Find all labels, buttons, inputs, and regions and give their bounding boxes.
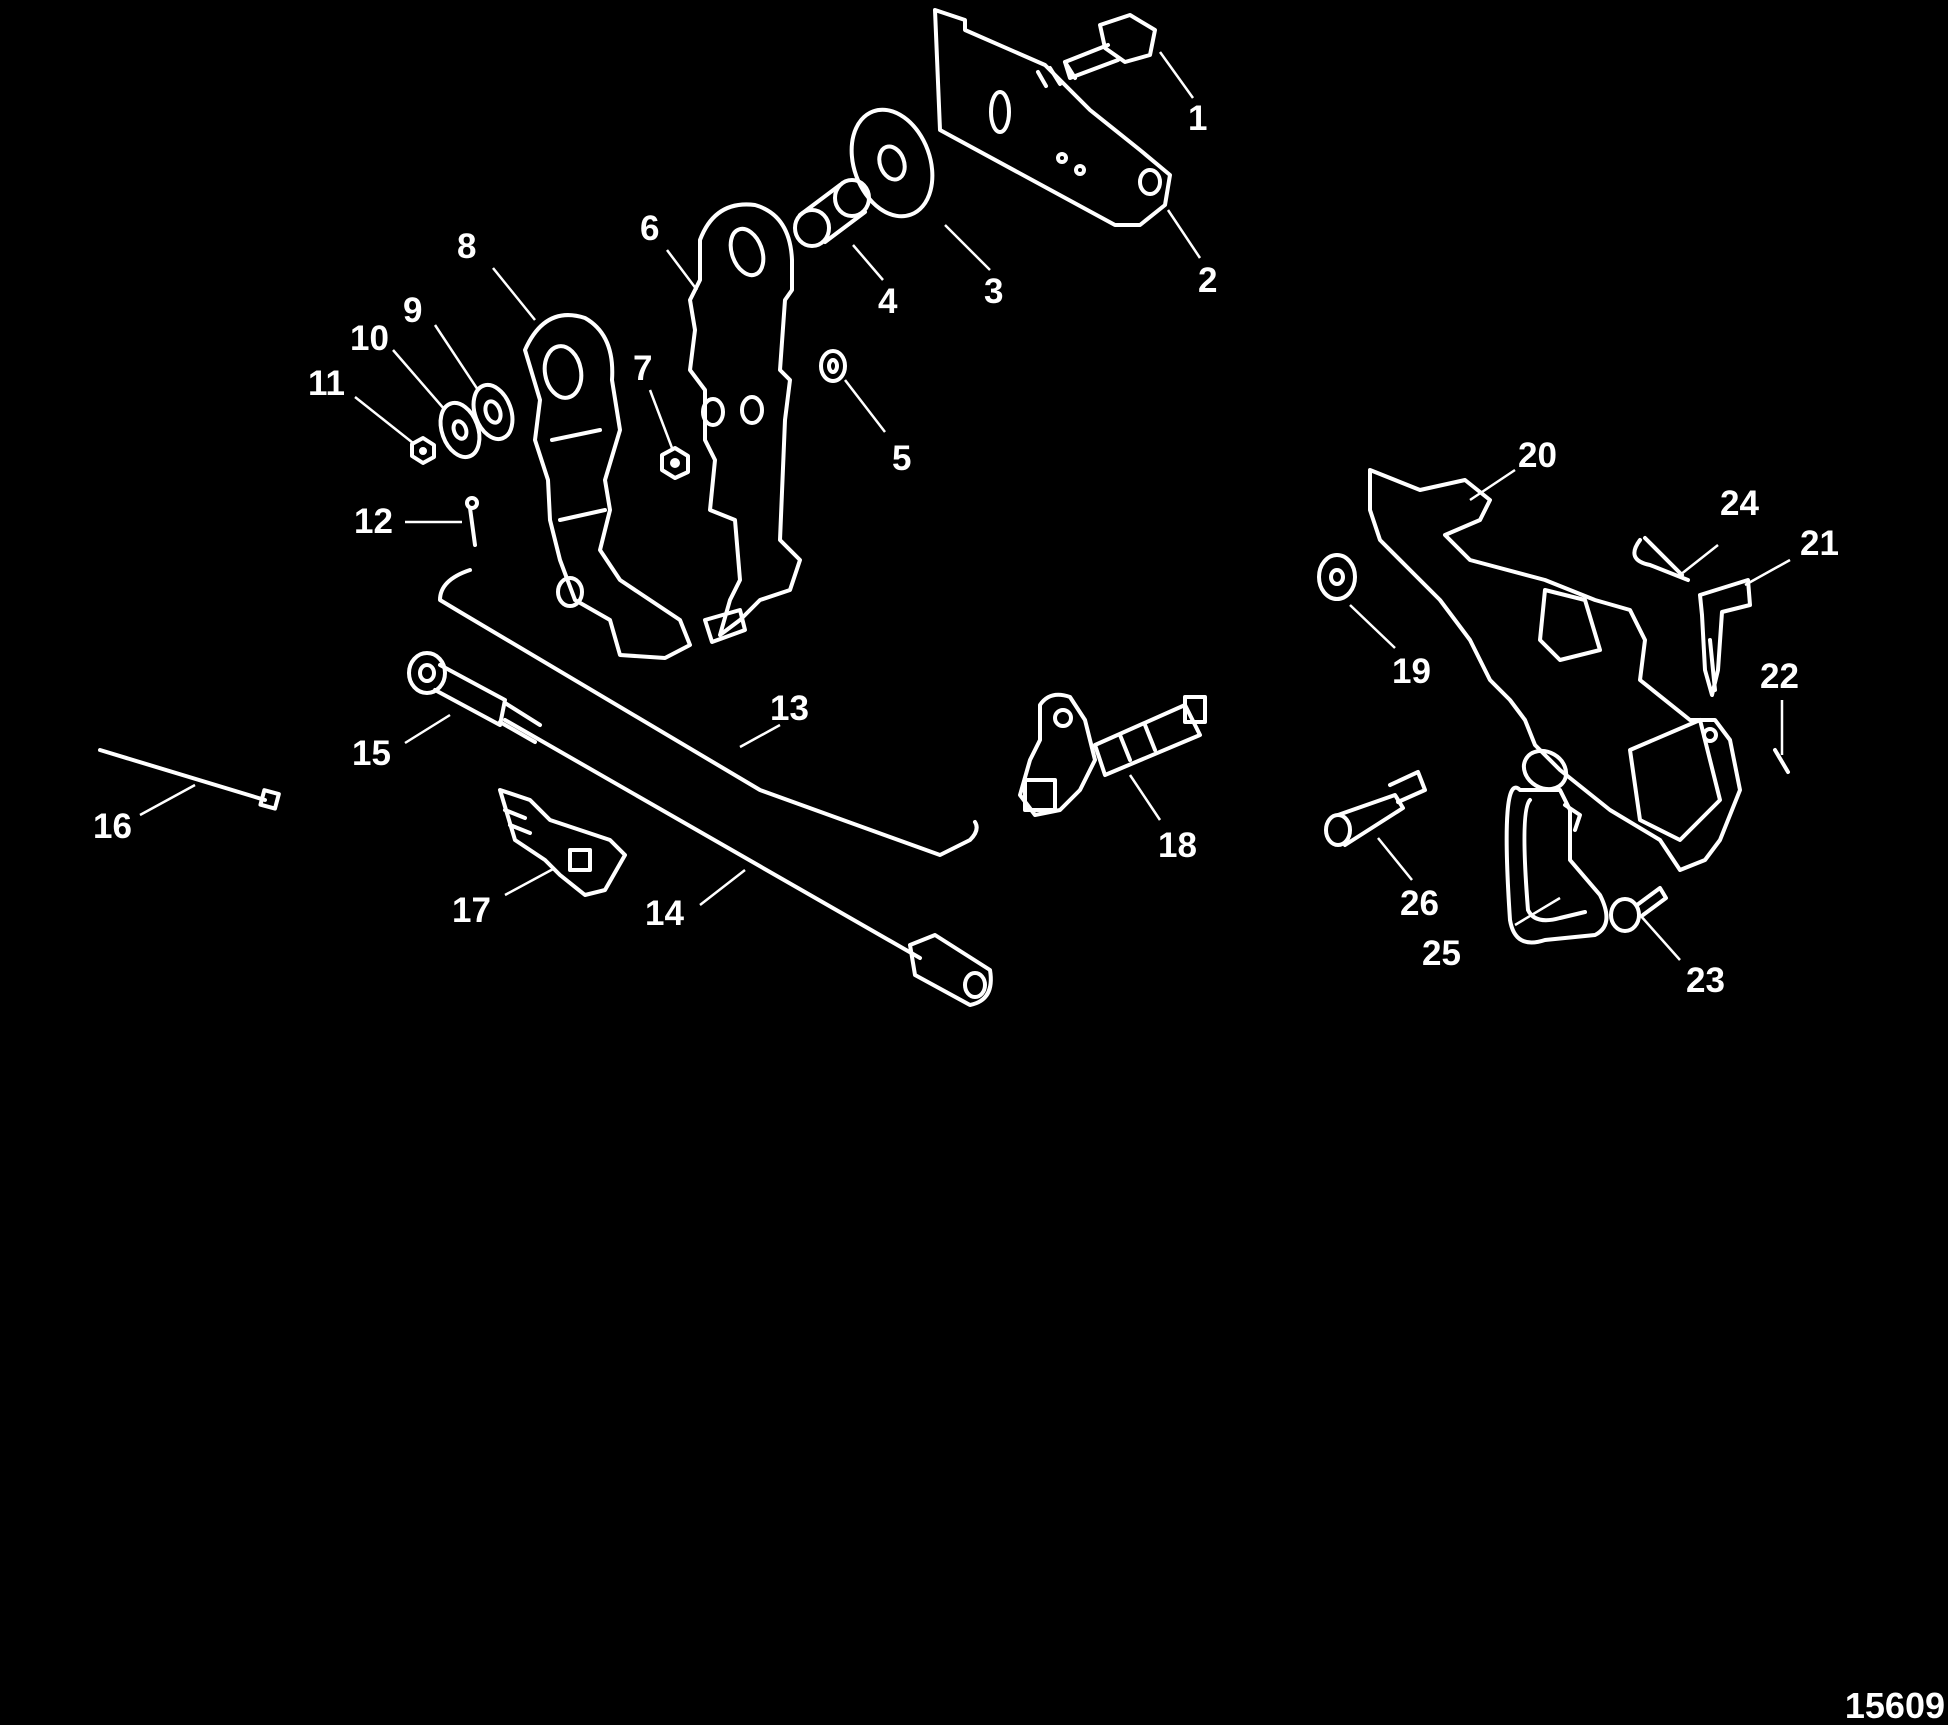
- callout-5: 5: [892, 439, 911, 478]
- part-6-lever-bracket: [688, 202, 802, 644]
- callout-7: 7: [633, 349, 652, 388]
- part-12-cotter-pin: [465, 496, 479, 547]
- figure-number: 15609: [1845, 1685, 1945, 1725]
- callout-12: 12: [354, 502, 393, 541]
- part-25-handle: [1504, 785, 1609, 945]
- leader-10: [392, 349, 446, 411]
- leader-9: [433, 324, 480, 391]
- callout-20: 20: [1518, 436, 1557, 475]
- part-17-clip: [498, 788, 627, 897]
- part-10-washer: [438, 400, 482, 460]
- leader-19: [1349, 604, 1396, 649]
- callout-8: 8: [457, 227, 476, 266]
- leader-lines: [139, 51, 1791, 961]
- part-26-pin: [1324, 770, 1427, 847]
- callout-24: 24: [1720, 484, 1759, 523]
- leader-18: [1128, 774, 1162, 821]
- callout-21: 21: [1800, 524, 1839, 563]
- callout-15: 15: [352, 734, 391, 773]
- leader-17: [504, 866, 556, 897]
- leader-4: [852, 244, 884, 281]
- part-23-screw: [1609, 886, 1668, 933]
- callout-16: 16: [93, 807, 132, 846]
- part-5-small-washer: [819, 349, 847, 383]
- callout-18: 18: [1158, 826, 1197, 865]
- leader-5: [844, 379, 886, 433]
- part-8-lever-arm: [523, 313, 692, 660]
- callout-6: 6: [640, 209, 659, 248]
- part-9-washer: [471, 382, 515, 442]
- leader-2: [1166, 209, 1202, 259]
- leader-16: [139, 783, 196, 817]
- callout-23: 23: [1686, 961, 1725, 1000]
- part-18-shaft-bracket: [1018, 692, 1207, 817]
- callout-labels: 1 2 3 4 5 6 7 8 9 10 11 12 13 14 15 16 1…: [93, 99, 1839, 1000]
- leader-11: [354, 396, 414, 444]
- leader-15: [404, 713, 451, 745]
- part-16-cable-tie: [98, 748, 281, 811]
- leader-3: [944, 224, 991, 271]
- leader-26: [1377, 837, 1413, 881]
- part-21-latch: [1698, 578, 1752, 697]
- part-3-large-washer: [849, 107, 935, 219]
- part-2-mounting-plate: [933, 8, 1172, 227]
- leader-25: [1514, 896, 1561, 927]
- part-14-link-rod: [503, 718, 993, 1007]
- callout-19: 19: [1392, 652, 1431, 691]
- part-4-spacer: [793, 178, 871, 248]
- callout-1: 1: [1188, 99, 1207, 138]
- leader-20: [1469, 468, 1516, 502]
- part-13-rod: [438, 568, 979, 857]
- leader-24: [1679, 544, 1719, 576]
- leader-23: [1639, 914, 1681, 961]
- leader-21: [1744, 558, 1791, 587]
- callout-10: 10: [350, 319, 389, 358]
- callout-14: 14: [645, 894, 684, 933]
- leader-1: [1158, 51, 1195, 99]
- part-11-nut: [410, 436, 436, 465]
- leader-6: [666, 249, 698, 291]
- callout-26: 26: [1400, 884, 1439, 923]
- leader-13: [739, 723, 781, 749]
- callout-25: 25: [1422, 934, 1461, 973]
- callout-22: 22: [1760, 657, 1799, 696]
- part-19-washer: [1317, 553, 1357, 601]
- leader-14: [699, 869, 746, 906]
- callout-4: 4: [878, 282, 898, 321]
- leader-8: [492, 267, 536, 321]
- callout-17: 17: [452, 891, 491, 930]
- part-15-rod-end: [407, 651, 542, 744]
- leader-7: [648, 389, 674, 449]
- part-22-pin: [1773, 748, 1790, 774]
- part-24-hairpin-clip: [1632, 536, 1690, 582]
- callout-13: 13: [770, 689, 809, 728]
- part-7-nut: [660, 446, 690, 480]
- callout-11: 11: [308, 364, 345, 403]
- callout-2: 2: [1198, 261, 1217, 300]
- part-20-handle-housing: [1368, 468, 1742, 872]
- callout-3: 3: [984, 272, 1003, 311]
- callout-9: 9: [403, 291, 422, 330]
